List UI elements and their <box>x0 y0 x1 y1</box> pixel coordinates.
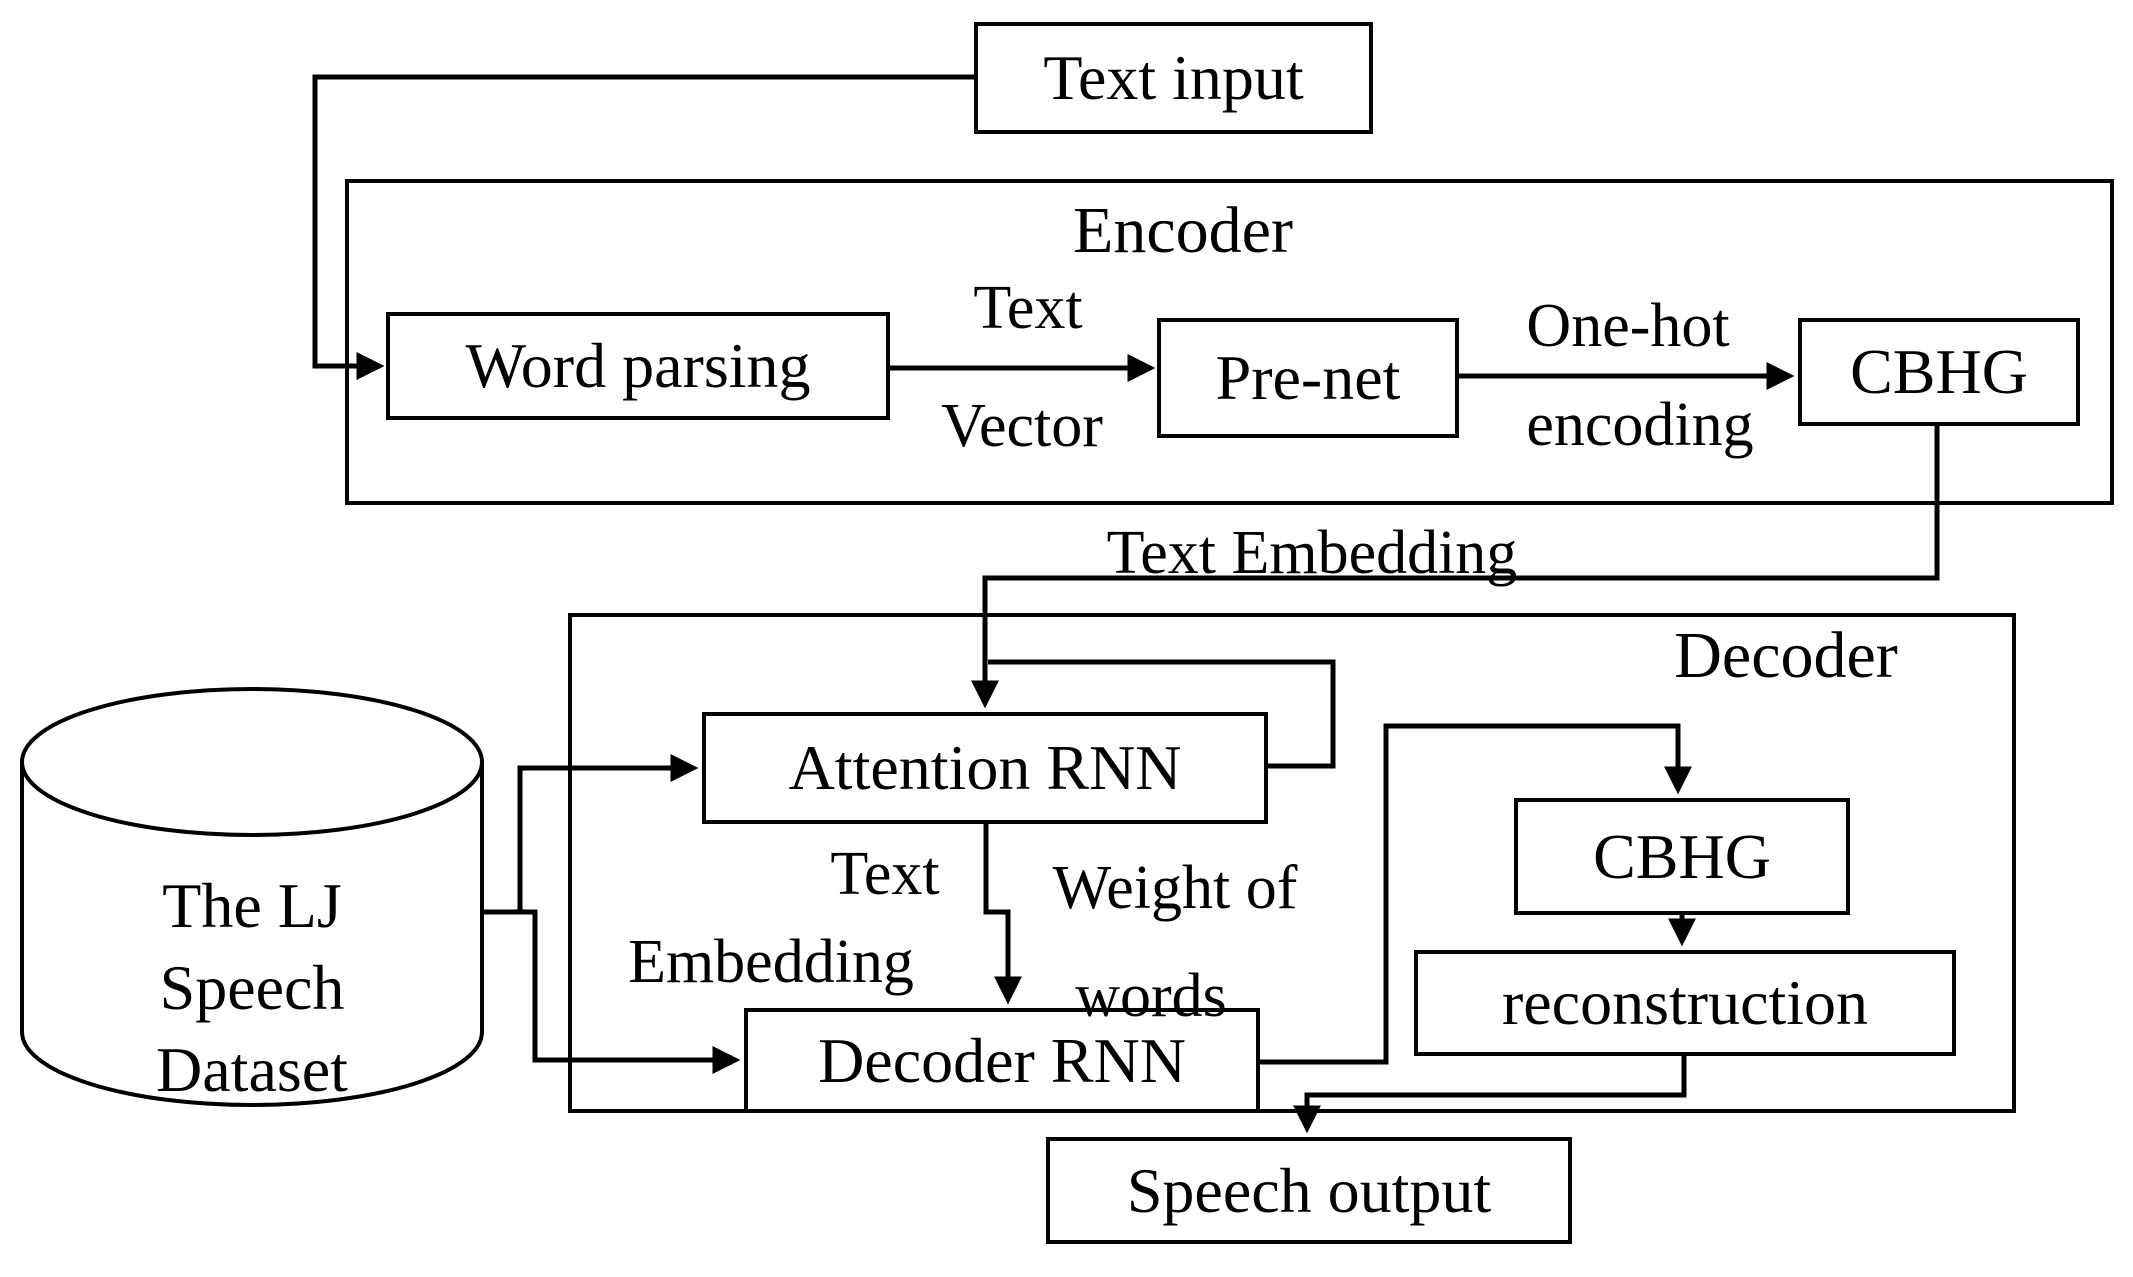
edge-label-text: Text <box>973 274 1083 342</box>
node-pre-net: Pre-net <box>1157 318 1459 438</box>
edge-attention-rnn-to-decoder-rnn <box>983 824 1022 1005</box>
edge-label-text-embedding: Text Embedding <box>1106 519 1518 587</box>
edge-dataset-to-decoder-rnn <box>482 909 741 1074</box>
decoder-container <box>568 613 2016 1113</box>
node-decoder-cbhg: CBHG <box>1514 798 1850 915</box>
edge-decoder-rnn-to-decoder-cbhg <box>1258 723 1692 1065</box>
node-text-input: Text input <box>974 22 1373 134</box>
edge-label-embedding: Embedding <box>628 928 914 996</box>
edge-label-one-hot: One-hot <box>1526 292 1730 360</box>
dataset-label-line2: Speech <box>159 952 345 1024</box>
node-attention-rnn: Attention RNN <box>702 712 1268 824</box>
decoder-title: Decoder <box>1674 619 1898 692</box>
dataset-label: The LJ Speech Dataset <box>156 865 348 1111</box>
edge-label-weight-of: Weight of <box>1052 854 1298 922</box>
node-encoder-cbhg: CBHG <box>1798 318 2080 426</box>
dataset-cylinder <box>20 687 484 1107</box>
edge-label-encoding: encoding <box>1526 391 1754 459</box>
edge-dataset-to-attention-rnn <box>517 754 699 912</box>
edge-label-text-2: Text <box>830 840 940 908</box>
edge-label-vector: Vector <box>941 392 1103 460</box>
encoder-container <box>345 179 2114 505</box>
node-reconstruction: reconstruction <box>1414 950 1956 1056</box>
encoder-title: Encoder <box>1073 194 1293 267</box>
node-word-parsing: Word parsing <box>386 312 890 420</box>
node-decoder-rnn: Decoder RNN <box>744 1008 1260 1113</box>
edge-attention-rnn-feedback-loop <box>988 659 1336 769</box>
dataset-label-line1: The LJ <box>162 870 342 942</box>
node-speech-output: Speech output <box>1046 1137 1572 1244</box>
dataset-label-line3: Dataset <box>156 1033 348 1105</box>
edge-label-words: words <box>1075 962 1227 1030</box>
